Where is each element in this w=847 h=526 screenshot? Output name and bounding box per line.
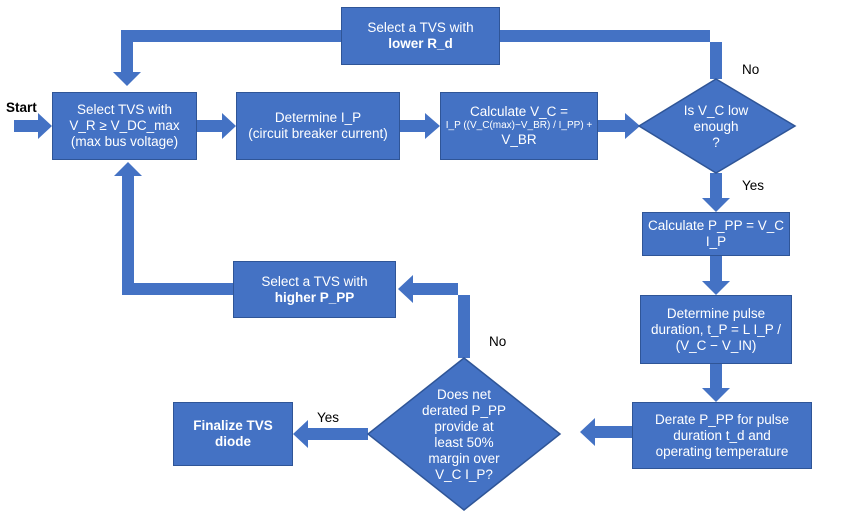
arrow-determine-to-calc <box>400 113 440 139</box>
decision-vc-line3: ? <box>712 135 720 150</box>
arrow-lowerrd-to-select <box>113 30 341 86</box>
decision-ppp-line6: V_C I_P? <box>435 467 493 482</box>
decision-ppp-text: Does net derated P_PP provide at least 5… <box>410 385 518 485</box>
edge-label-no-bottom: No <box>489 334 507 349</box>
finalize-line1: Finalize TVS <box>193 418 273 433</box>
select-lower-rd-box: Select a TVS with lower R_d <box>341 7 500 65</box>
edge-label-yes-right: Yes <box>742 178 765 193</box>
edge-label-no-top: No <box>742 62 760 77</box>
calc-vc-line2: I_P ((V_C(max)−V_BR) / I_PP) + <box>445 120 593 131</box>
derate-line2: duration t_d and <box>673 427 771 443</box>
select-tvs-box: Select TVS with V_R ≥ V_DC_max (max bus … <box>52 92 197 160</box>
decision-vc-line1: Is V_C low <box>683 103 749 118</box>
arrow-start <box>14 113 52 139</box>
decision-vc-line2: enough <box>693 119 739 134</box>
derate-line3: operating temperature <box>655 443 789 459</box>
decision-ppp-line4: least 50% <box>434 435 494 450</box>
calc-vc-line1: Calculate V_C = <box>470 104 568 119</box>
decision-ppp-diamond <box>366 357 562 511</box>
arrow-yes-down <box>702 173 730 212</box>
arrow-no-top <box>500 30 722 79</box>
calc-ppp-box: Calculate P_PP = V_C I_P <box>642 212 790 256</box>
decision-ppp-line1: Does net <box>436 387 492 402</box>
determine-pulse-line2: duration, t_P = L I_P / (V_C − V_IN) <box>651 321 781 353</box>
select-higher-ppp-box: Select a TVS with higher P_PP <box>233 261 396 318</box>
select-tvs-line2: V_R ≥ V_DC_max <box>69 118 180 133</box>
decision-ppp-line3: provide at <box>434 419 494 434</box>
arrow-calc-to-decision <box>598 113 640 139</box>
arrow-pulse-to-derate <box>702 364 730 402</box>
derate-box: Derate P_PP for pulse duration t_d and o… <box>632 402 812 469</box>
arrow-derate-to-decision <box>580 418 632 446</box>
select-lower-rd-line1: Select a TVS with <box>367 20 474 35</box>
arrow-higherppp-to-select <box>114 162 233 295</box>
arrow-yes-bottom <box>293 420 368 448</box>
determine-ip-line1: Determine I_P <box>274 110 362 125</box>
calc-vc-line3: V_BR <box>501 132 537 147</box>
edge-label-yes-bottom: Yes <box>317 410 340 425</box>
select-tvs-line3: (max bus voltage) <box>70 134 179 149</box>
determine-pulse-box: Determine pulse duration, t_P = L I_P / … <box>640 295 792 364</box>
select-higher-ppp-line1: Select a TVS with <box>261 273 368 289</box>
determine-ip-line2: (circuit breaker current) <box>248 126 388 141</box>
determine-pulse-line1: Determine pulse <box>666 305 766 321</box>
calc-ppp-line1: Calculate P_PP = V_C I_P <box>648 218 784 249</box>
decision-ppp-line5: margin over <box>428 451 500 466</box>
arrow-ppp-to-pulse <box>702 256 730 295</box>
select-tvs-line1: Select TVS with <box>76 102 173 117</box>
derate-line1: Derate P_PP for pulse <box>654 411 790 427</box>
select-lower-rd-line2: lower R_d <box>388 36 453 51</box>
select-higher-ppp-line2: higher P_PP <box>274 289 355 305</box>
finalize-line2: diode <box>215 434 251 449</box>
decision-vc-diamond <box>637 78 797 174</box>
determine-ip-box: Determine I_P (circuit breaker current) <box>236 92 400 160</box>
calc-vc-box: Calculate V_C = I_P ((V_C(max)−V_BR) / I… <box>440 92 598 160</box>
start-label: Start <box>6 100 37 115</box>
arrow-select-to-determine <box>197 113 236 139</box>
arrow-no-bottom <box>398 275 470 358</box>
finalize-box: Finalize TVS diode <box>173 402 293 466</box>
decision-vc-text: Is V_C low enough ? <box>670 100 762 154</box>
decision-ppp-line2: derated P_PP <box>421 403 507 418</box>
